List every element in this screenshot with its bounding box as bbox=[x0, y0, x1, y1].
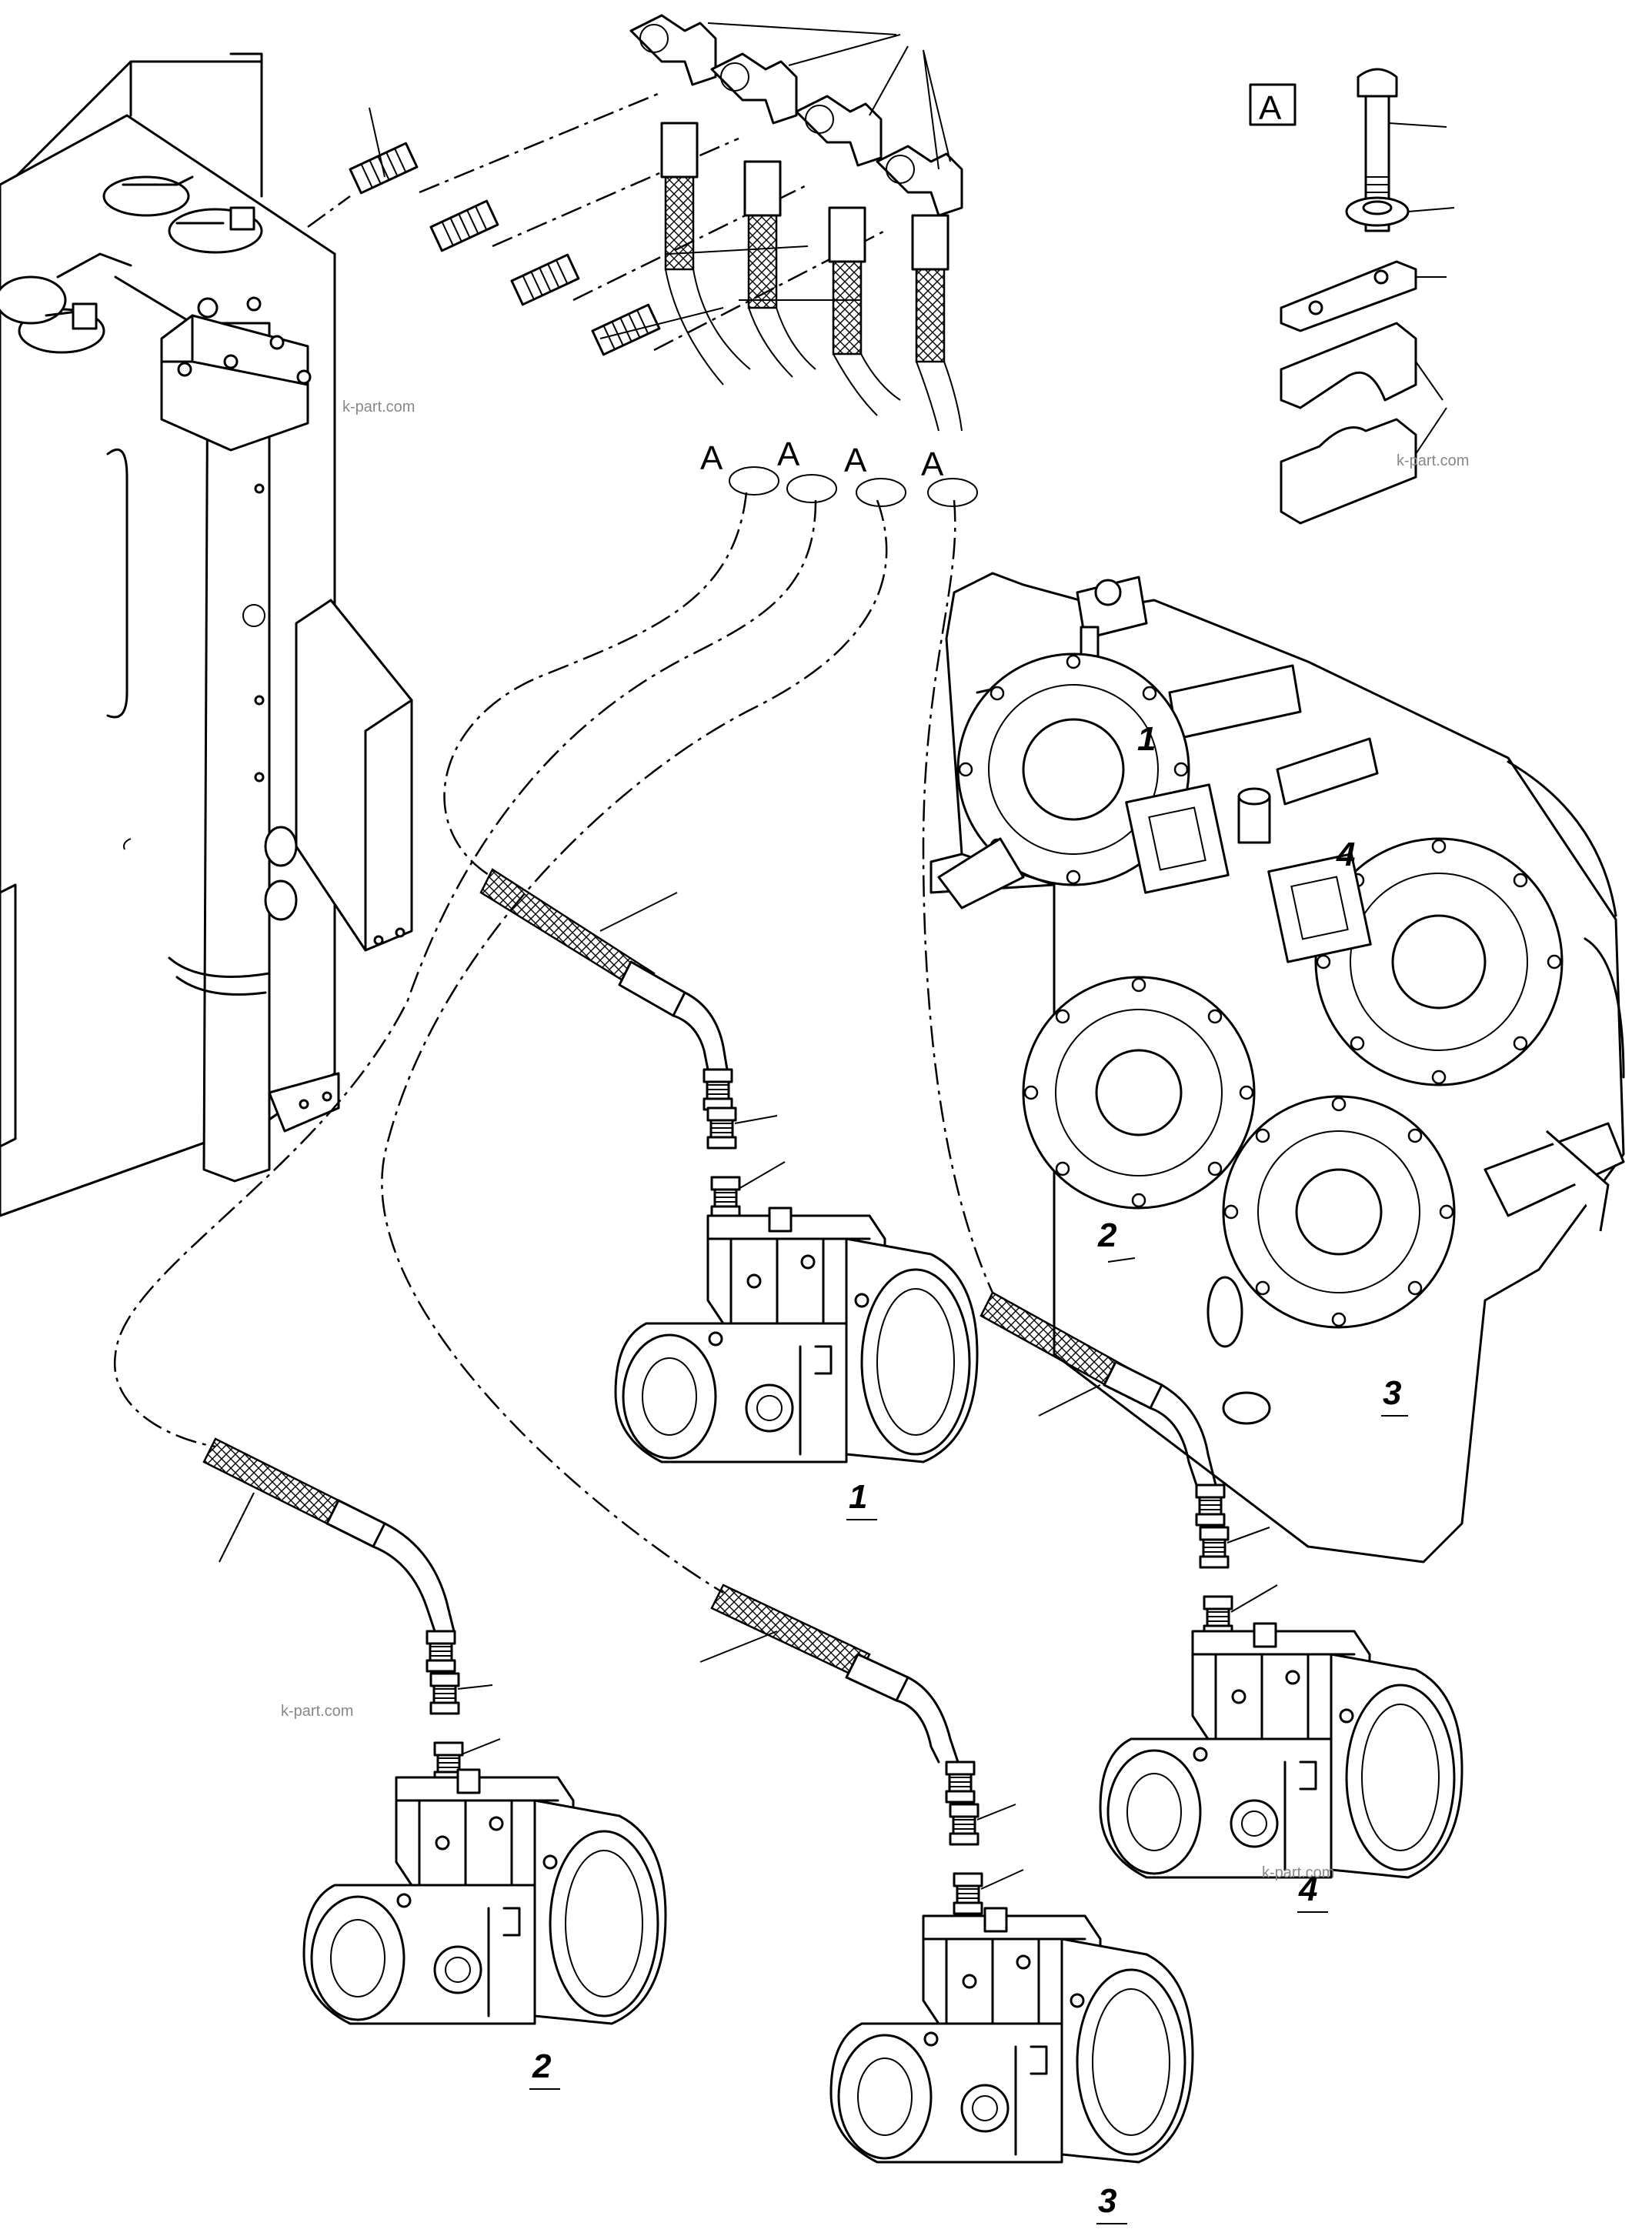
gearbox-port-3: 3 bbox=[1383, 1374, 1401, 1412]
pump-assembly-4 bbox=[1099, 1483, 1463, 1879]
pump-label-1: 1 bbox=[849, 1478, 867, 1516]
upper-fittings-group bbox=[307, 14, 978, 507]
pump-label-3: 3 bbox=[1098, 2182, 1116, 2220]
gearbox-port-2: 2 bbox=[1097, 1216, 1117, 1254]
watermark-1: k-part.com bbox=[342, 399, 415, 415]
watermark-4: k-part.com bbox=[1262, 1864, 1334, 1881]
pump-assembly-2 bbox=[302, 1630, 667, 2025]
gearbox-port-1: 1 bbox=[1137, 720, 1156, 758]
watermark-2: k-part.com bbox=[1397, 452, 1469, 469]
watermark-3: k-part.com bbox=[281, 1703, 353, 1720]
pump-assembly-1 bbox=[614, 1068, 979, 1463]
hose-routings bbox=[113, 492, 994, 1594]
hose-marker-3: A bbox=[844, 442, 867, 479]
hose-marker-2: A bbox=[777, 436, 800, 473]
detail-a-marker: A bbox=[1259, 89, 1282, 127]
detail-a-clamp bbox=[1249, 68, 1455, 525]
hose-marker-4: A bbox=[921, 446, 944, 483]
gearbox-port-4: 4 bbox=[1336, 836, 1355, 873]
hose-marker-1: A bbox=[700, 439, 723, 477]
gearbox bbox=[929, 572, 1625, 1564]
hose-assemblies bbox=[202, 868, 1217, 1764]
pump-assembly-3 bbox=[829, 1760, 1194, 2164]
pump-label-2: 2 bbox=[532, 2047, 552, 2085]
hydraulic-tank bbox=[0, 52, 413, 1217]
pump-label-4: 4 bbox=[1298, 1871, 1317, 1908]
